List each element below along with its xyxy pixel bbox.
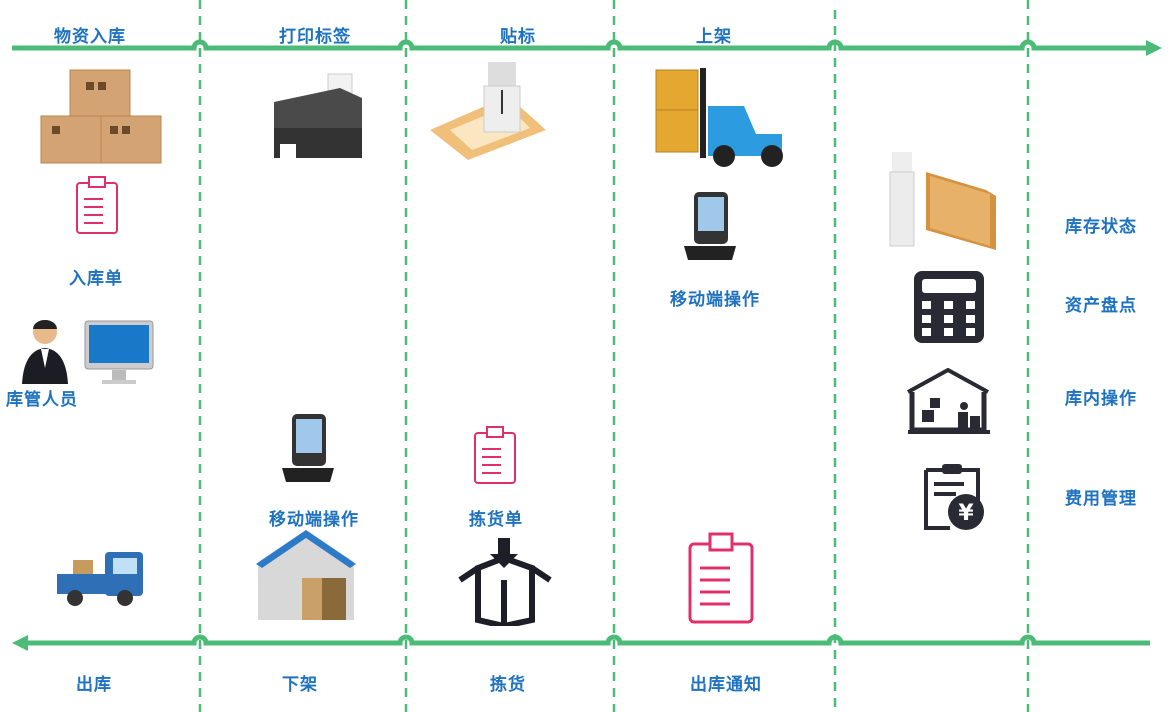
function-expense-management: 费用管理 — [1065, 489, 1137, 509]
label-printer-icon — [270, 72, 370, 164]
step-outbound-notice: 出库通知 — [690, 675, 762, 695]
outbound-notice-clipboard-icon — [688, 532, 754, 624]
truck-icon — [55, 548, 147, 610]
step-labeling: 贴标 — [500, 27, 536, 47]
warehouse-operation-icon — [906, 368, 990, 434]
mobile-op-label-top: 移动端操作 — [670, 290, 760, 310]
picking-list-label: 拣货单 — [469, 510, 523, 530]
calculator-icon — [914, 271, 984, 343]
labeling-worker-icon — [428, 60, 548, 160]
function-inventory-status: 库存状态 — [1065, 217, 1137, 237]
step-print-label: 打印标签 — [279, 27, 351, 47]
step-picking: 拣货 — [490, 675, 526, 695]
inventory-shelf-worker-icon — [886, 150, 998, 250]
inbound-order-label: 入库单 — [69, 269, 123, 289]
warehouse-building-icon — [256, 528, 356, 624]
svg-text:¥: ¥ — [958, 501, 974, 526]
function-in-warehouse-ops: 库内操作 — [1065, 389, 1137, 409]
box-download-icon — [456, 536, 554, 626]
forklift-icon — [654, 66, 786, 168]
staff-person-icon — [20, 318, 70, 384]
step-outbound: 出库 — [76, 675, 112, 695]
picking-list-clipboard-icon — [473, 425, 519, 485]
step-unshelve: 下架 — [282, 675, 318, 695]
arrow-left-icon — [12, 635, 28, 651]
clipboard-icon — [75, 175, 121, 235]
warehouse-staff-label: 库管人员 — [6, 390, 78, 410]
mobile-op-label-bottom: 移动端操作 — [269, 510, 359, 530]
boxes-icon — [40, 66, 162, 166]
step-shelving: 上架 — [696, 27, 732, 47]
mobile-device-icon — [280, 412, 336, 484]
step-inbound: 物资入库 — [54, 27, 126, 47]
computer-monitor-icon — [84, 320, 154, 388]
arrow-right-icon — [1146, 40, 1162, 56]
function-asset-count: 资产盘点 — [1065, 296, 1137, 316]
expense-clipboard-yen-icon: ¥ — [920, 462, 988, 532]
mobile-device-icon-top — [682, 190, 738, 262]
